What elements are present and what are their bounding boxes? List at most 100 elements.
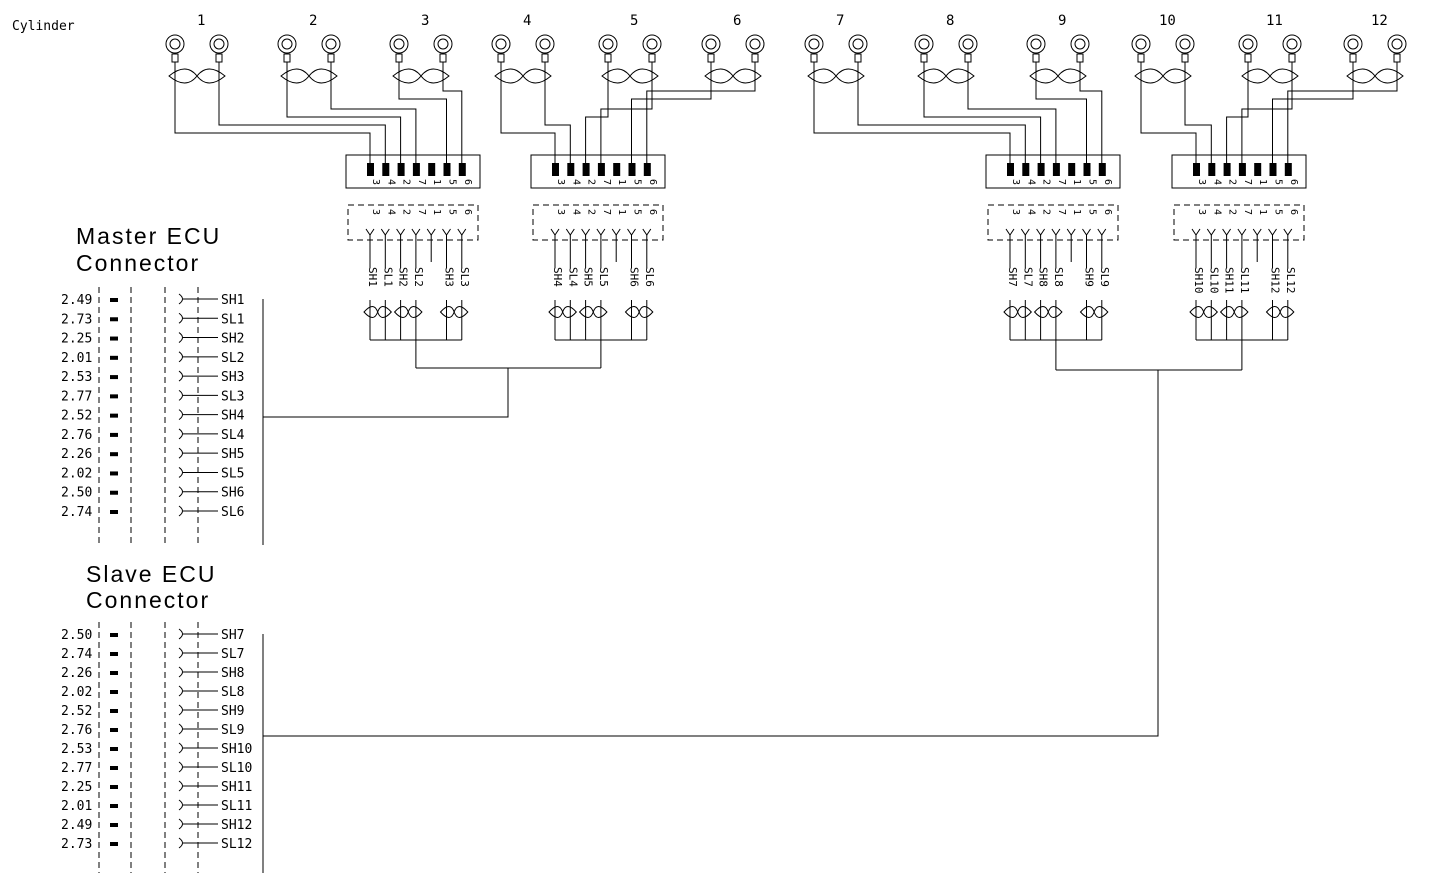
ring-terminal-icon: [165, 34, 185, 54]
mating-connector: [1173, 204, 1305, 241]
signal-label: SH6: [628, 267, 641, 287]
socket-icon: [178, 486, 183, 498]
twisted-pair-icon: [1033, 306, 1063, 318]
cylinder-number: 2: [309, 13, 317, 29]
slave-ecu-title: Slave ECU: [86, 561, 216, 587]
connector-pin: [412, 163, 420, 176]
ring-terminal-inner: [1286, 38, 1298, 50]
pin-label: 1: [1257, 209, 1268, 215]
master-pin-signal: SL1: [221, 312, 244, 327]
signal-label: SH7: [1006, 267, 1019, 287]
pin-marker: [110, 355, 118, 360]
cylinder-wire: [813, 62, 1011, 163]
terminal-crimp: [497, 53, 505, 63]
terminal-crimp: [541, 53, 549, 63]
socket-icon: [442, 228, 451, 236]
mating-connector: [532, 204, 664, 241]
twisted-pair-icon: [168, 68, 226, 84]
cylinder-number: 3: [421, 13, 429, 29]
pin-label: 2: [401, 179, 412, 185]
pin-label: 5: [632, 209, 643, 215]
ring-terminal-icon: [1343, 34, 1363, 54]
socket-icon: [178, 761, 183, 773]
signal-label: SH3: [443, 267, 456, 287]
socket-icon: [178, 628, 183, 640]
pin-label: 4: [570, 209, 581, 215]
pin-marker: [110, 510, 118, 514]
ring-terminal-icon: [389, 34, 409, 54]
socket-icon: [1268, 228, 1277, 236]
slave-pin-signal: SL11: [221, 799, 252, 814]
pin-label: 5: [1087, 179, 1098, 185]
pin-label: 7: [601, 209, 612, 215]
signal-label: SH9: [1083, 267, 1096, 287]
signal-label: SL6: [643, 267, 656, 287]
cylinder-number: 7: [836, 13, 844, 29]
terminal-crimp: [395, 53, 403, 63]
signal-label: SL9: [1098, 267, 1111, 287]
connector-pin: [567, 163, 575, 176]
terminal-crimp: [604, 53, 612, 63]
pin-label: 6: [647, 209, 658, 215]
master-pin-signal: SH2: [221, 332, 244, 347]
pin-label: 2: [586, 209, 597, 215]
terminal-crimp: [854, 53, 862, 63]
cylinder-wire: [330, 62, 417, 163]
ring-terminal-inner: [852, 38, 864, 50]
pin-label: 6: [647, 179, 658, 185]
slave-pin-signal: SL8: [221, 685, 244, 700]
ring-terminal-icon: [642, 34, 662, 54]
master-pin-value: 2.02: [61, 466, 92, 481]
pin-marker: [110, 633, 118, 637]
terminal-crimp: [751, 53, 759, 63]
socket-icon: [178, 467, 183, 478]
master-pin-signal: SH6: [221, 486, 244, 501]
connector-pin: [1284, 163, 1292, 176]
signal-label: SH8: [1037, 267, 1050, 287]
pin-marker: [110, 823, 118, 827]
ring-terminal-icon: [1026, 34, 1046, 54]
connector-pin: [582, 163, 590, 176]
pin-marker: [110, 671, 118, 675]
connector-pin: [597, 163, 605, 176]
signal-label: SL10: [1207, 267, 1220, 294]
terminal-crimp: [707, 53, 715, 63]
ring-terminal-icon: [1131, 34, 1151, 54]
slave-pin-value: 2.01: [61, 799, 92, 814]
socket-icon: [1237, 228, 1247, 236]
ring-terminal-inner: [1391, 38, 1403, 50]
pin-label: 4: [385, 209, 396, 215]
pin-label: 6: [1102, 179, 1113, 185]
terminal-crimp: [171, 53, 179, 63]
cylinder-wire: [646, 62, 756, 163]
pin-label: 7: [416, 179, 427, 185]
twisted-pair-icon: [601, 68, 659, 84]
socket-icon: [396, 228, 406, 236]
ring-terminal-icon: [209, 34, 229, 54]
pin-marker: [110, 317, 118, 322]
socket-icon: [178, 837, 183, 849]
master-ecu-title-line2: Connector: [76, 250, 200, 276]
pin-label: 3: [370, 209, 381, 215]
socket-icon: [1020, 228, 1030, 236]
pin-label: 1: [1071, 209, 1082, 215]
signal-label: SH1: [366, 267, 379, 287]
twisted-pair-icon: [280, 68, 338, 84]
pin-label: 1: [1071, 179, 1082, 185]
pin-marker: [110, 471, 118, 476]
cylinder-number: 10: [1159, 13, 1176, 29]
twisted-pair-icon: [578, 306, 608, 318]
ring-terminal-icon: [804, 34, 824, 54]
pin-label: 5: [447, 179, 458, 185]
ring-terminal-icon: [745, 34, 765, 54]
ring-terminal-inner: [705, 38, 717, 50]
cylinder-number: 5: [630, 13, 638, 29]
twisted-pair-icon: [392, 68, 450, 84]
pin-label: 3: [1196, 209, 1207, 215]
connector-pin: [1083, 163, 1091, 176]
connector-pin: [1238, 163, 1246, 176]
socket-icon: [178, 409, 183, 421]
ring-terminal-icon: [535, 34, 555, 54]
signal-label: SL3: [458, 267, 471, 287]
cylinder-wire: [174, 62, 371, 163]
